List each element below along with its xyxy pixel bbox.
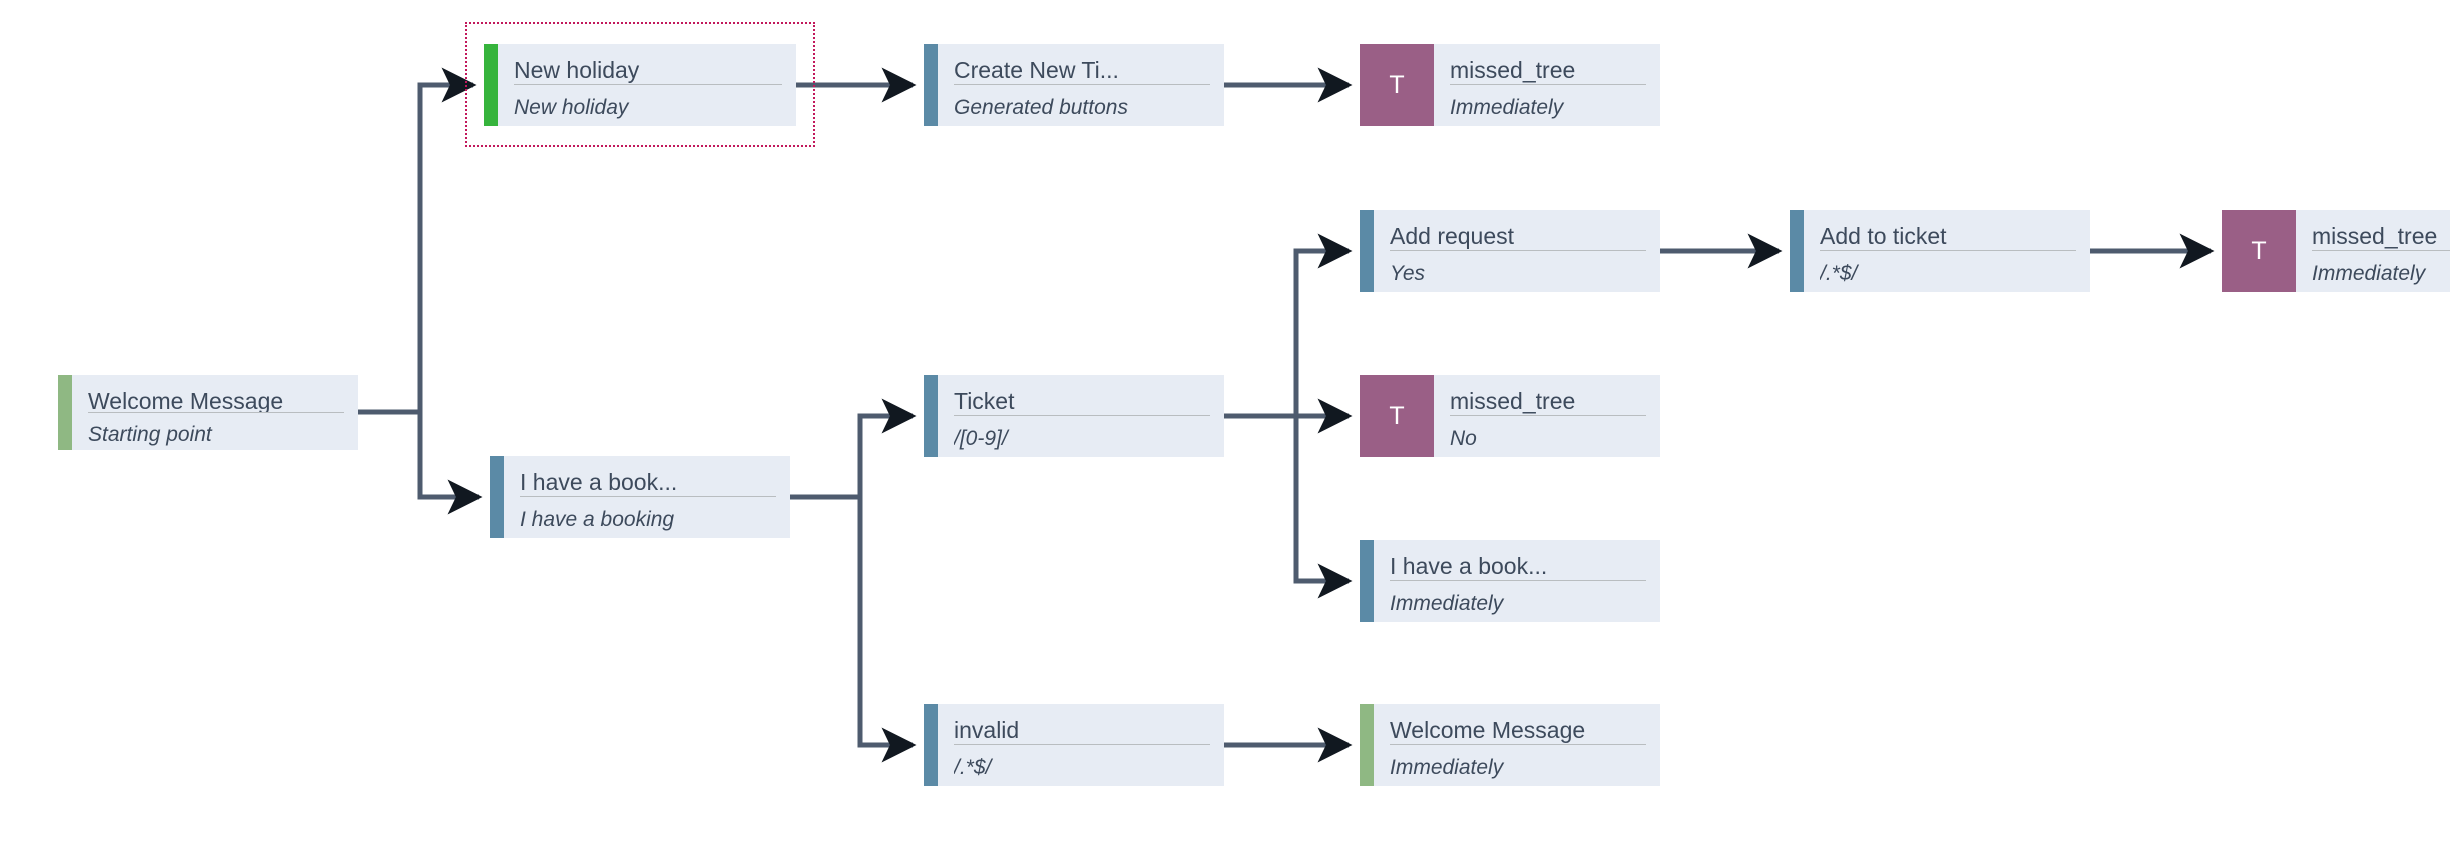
node-accent-bar xyxy=(924,704,938,786)
node-i-have-a-book-immediately[interactable]: I have a book... Immediately xyxy=(1360,540,1660,622)
node-accent-bar xyxy=(484,44,498,126)
node-title: missed_tree xyxy=(1450,388,1576,414)
node-accent-bar xyxy=(490,456,504,538)
node-subtitle: No xyxy=(1450,427,1477,451)
node-divider xyxy=(520,496,776,498)
node-subtitle: /[0-9]/ xyxy=(954,427,1008,451)
node-title: Ticket xyxy=(954,388,1015,414)
node-subtitle: I have a booking xyxy=(520,508,675,532)
node-divider xyxy=(88,411,344,413)
node-accent-bar xyxy=(924,375,938,457)
node-subtitle: Yes xyxy=(1390,262,1426,286)
node-accent-bar xyxy=(1360,210,1374,292)
node-subtitle: Generated buttons xyxy=(954,96,1128,120)
node-accent-bar xyxy=(924,44,938,126)
node-accent-bar xyxy=(1360,704,1374,786)
node-divider xyxy=(514,84,782,86)
node-divider xyxy=(1390,250,1646,252)
node-title: missed_tree xyxy=(1450,57,1576,83)
selection-highlight-box xyxy=(465,22,815,147)
node-title: missed_tree xyxy=(2312,223,2438,249)
node-body: Ticket /[0-9]/ xyxy=(938,375,1224,457)
node-subtitle: Immediately xyxy=(1450,96,1564,120)
node-title: New holiday xyxy=(514,57,640,83)
node-subtitle: Immediately xyxy=(1390,756,1504,780)
node-subtitle: New holiday xyxy=(514,96,629,120)
terminal-marker-icon: T xyxy=(2222,210,2296,292)
node-title: Add to ticket xyxy=(1820,223,1947,249)
edge-booking-to-invalid xyxy=(857,497,917,763)
edge-ticket-to-addrequest xyxy=(1293,233,1353,416)
edge-booking-to-ticket xyxy=(857,398,917,497)
node-body: I have a book... Immediately xyxy=(1374,540,1660,622)
node-divider xyxy=(1390,744,1646,746)
node-accent-bar xyxy=(1360,540,1374,622)
node-title: I have a book... xyxy=(1390,553,1548,579)
node-divider xyxy=(1450,415,1646,417)
node-subtitle: Immediately xyxy=(1390,592,1504,616)
node-accent-bar xyxy=(1790,210,1804,292)
node-accent-bar xyxy=(58,375,72,450)
node-divider xyxy=(1450,84,1646,86)
node-title: Welcome Message xyxy=(88,388,284,412)
node-subtitle: /.*$/ xyxy=(954,756,992,780)
node-body: Add to ticket /.*$/ xyxy=(1804,210,2090,292)
node-divider xyxy=(954,84,1210,86)
node-subtitle: /.*$/ xyxy=(1820,262,1858,286)
node-divider xyxy=(954,415,1210,417)
node-divider xyxy=(1820,250,2076,252)
edge-root-to-booking xyxy=(417,412,483,515)
node-divider xyxy=(1390,580,1646,582)
node-title: I have a book... xyxy=(520,469,678,495)
edge-ticket-to-havebook xyxy=(1293,416,1353,599)
node-subtitle: Starting point xyxy=(88,423,212,447)
terminal-marker-icon: T xyxy=(1360,44,1434,126)
node-title: Welcome Message xyxy=(1390,717,1586,743)
node-add-to-ticket[interactable]: Add to ticket /.*$/ xyxy=(1790,210,2090,292)
node-title: Add request xyxy=(1390,223,1515,249)
node-i-have-a-booking[interactable]: I have a book... I have a booking xyxy=(490,456,790,538)
node-divider xyxy=(2312,250,2450,252)
node-ticket[interactable]: Ticket /[0-9]/ xyxy=(924,375,1224,457)
node-invalid[interactable]: invalid /.*$/ xyxy=(924,704,1224,786)
node-body: I have a book... I have a booking xyxy=(504,456,790,538)
node-create-new-ticket[interactable]: Create New Ti... Generated buttons xyxy=(924,44,1224,126)
node-title: Create New Ti... xyxy=(954,57,1119,83)
node-divider xyxy=(954,744,1210,746)
node-body: invalid /.*$/ xyxy=(938,704,1224,786)
node-body: Create New Ti... Generated buttons xyxy=(938,44,1224,126)
node-title: invalid xyxy=(954,717,1020,743)
terminal-marker-icon: T xyxy=(1360,375,1434,457)
node-subtitle: Immediately xyxy=(2312,262,2426,286)
